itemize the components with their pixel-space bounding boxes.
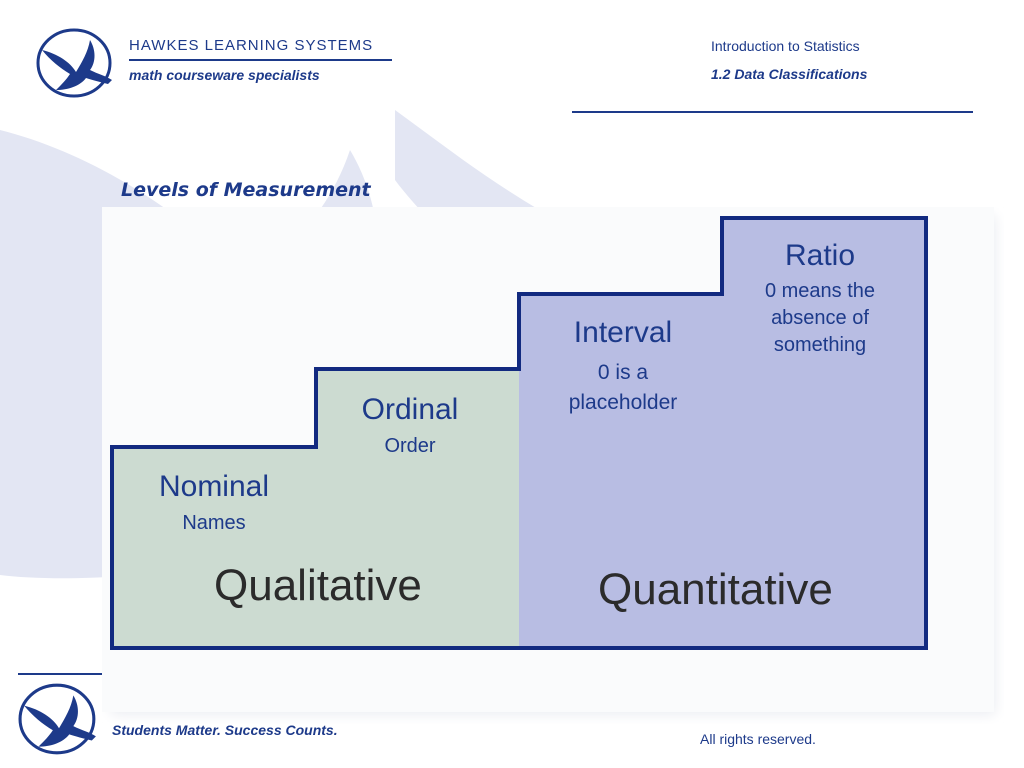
staircase-outline xyxy=(110,216,928,650)
header-rule xyxy=(572,111,973,113)
tagline: math courseware specialists xyxy=(129,67,320,83)
group-label-qualitative: Qualitative xyxy=(214,561,422,610)
level-name-interval: Interval xyxy=(573,316,673,349)
footer-rights: All rights reserved. xyxy=(700,731,816,747)
brand-name: HAWKES LEARNING SYSTEMS xyxy=(129,37,374,54)
quantitative-region xyxy=(519,218,926,648)
level-desc-ratio: 0 means the absence of something xyxy=(764,280,876,356)
slide-title: Levels of Measurement xyxy=(121,179,371,201)
level-desc-ordinal: Order xyxy=(384,435,436,457)
level-desc-interval: 0 is a placeholder xyxy=(568,361,678,414)
footer-slogan: Students Matter. Success Counts. xyxy=(112,722,338,738)
footer-eagle-logo-icon xyxy=(18,683,96,755)
qualitative-region xyxy=(112,369,519,648)
level-name-ratio: Ratio xyxy=(784,239,856,272)
section-title: 1.2 Data Classifications xyxy=(711,66,868,82)
level-desc-nominal: Names xyxy=(182,512,246,534)
eagle-logo-icon xyxy=(36,28,112,98)
level-name-ordinal: Ordinal xyxy=(361,393,459,426)
level-name-nominal: Nominal xyxy=(158,470,270,503)
group-label-quantitative: Quantitative xyxy=(598,565,833,614)
course-title: Introduction to Statistics xyxy=(711,38,860,54)
footer-rule xyxy=(18,673,113,675)
brand-rule xyxy=(129,59,392,61)
